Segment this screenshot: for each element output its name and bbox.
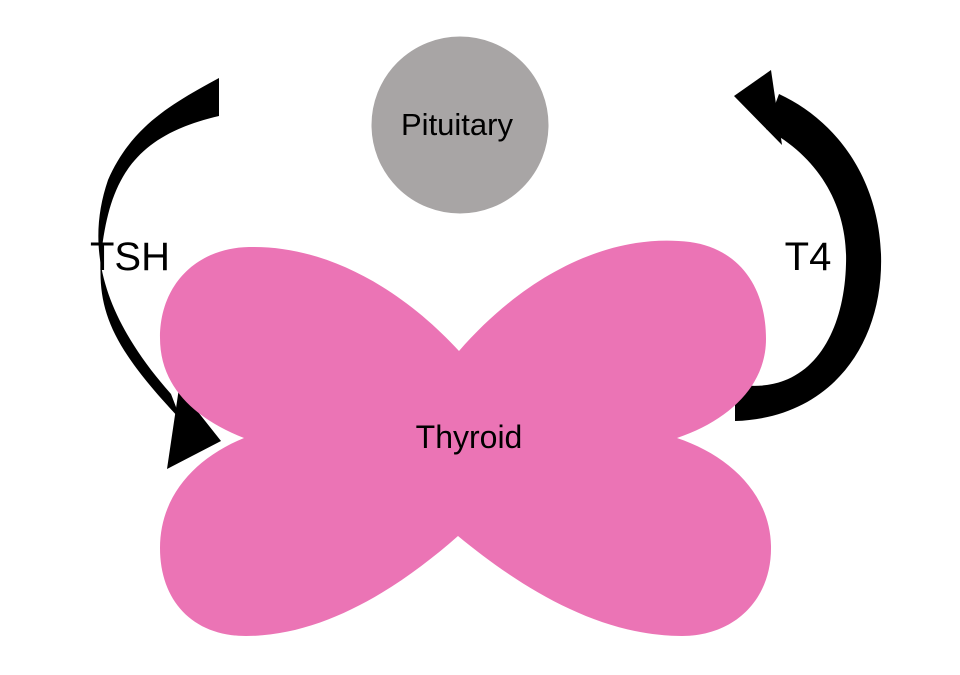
pituitary-circle [368, 33, 552, 217]
t4-arrow [734, 70, 882, 421]
t4-arrow-head [734, 70, 782, 145]
tsh-label: TSH [90, 235, 170, 279]
thyroid-node: Thyroid [160, 240, 772, 637]
thyroid-label: Thyroid [416, 419, 523, 455]
pituitary-node: Pituitary [368, 33, 552, 217]
tsh-arrow-head [167, 388, 221, 469]
tsh-arrow-curve [98, 78, 219, 420]
tsh-arrow [98, 78, 221, 469]
t4-arrow-curve [735, 94, 882, 421]
t4-label: T4 [785, 235, 832, 279]
pituitary-label: Pituitary [401, 107, 513, 142]
thyroid-shape [160, 240, 772, 637]
